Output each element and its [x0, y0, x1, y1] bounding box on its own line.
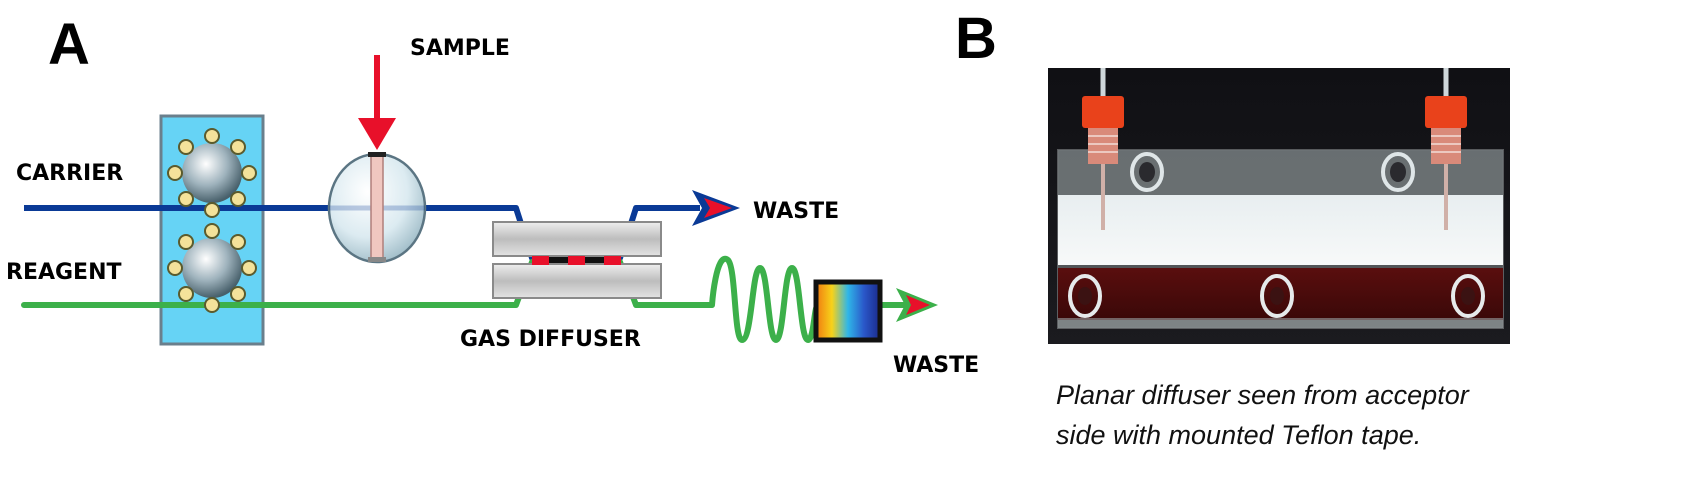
waste-bottom-label: WASTE [893, 353, 979, 378]
planar-diffuser-photo [1048, 68, 1510, 344]
injection-valve [327, 152, 427, 264]
panel-b-label: B [955, 6, 997, 71]
panel-a: A [6, 12, 979, 378]
gas-diffuser-label: GAS DIFFUSER [460, 327, 641, 352]
waste-top-arrowhead [692, 190, 740, 226]
waste-top-label: WASTE [753, 199, 839, 224]
panel-a-label: A [48, 12, 90, 77]
panel-b: B [955, 6, 1510, 450]
photo-caption-line-2: side with mounted Teflon tape. [1056, 420, 1421, 450]
detector-flow-cell [813, 279, 883, 343]
sample-label: SAMPLE [410, 36, 510, 61]
pump-roller-carrier [167, 128, 257, 218]
photo-caption-line-1: Planar diffuser seen from acceptor [1056, 380, 1470, 410]
carrier-label: CARRIER [16, 161, 123, 186]
waste-bottom-arrowhead [896, 288, 938, 322]
reagent-line [21, 255, 821, 343]
gas-diffuser [492, 221, 662, 299]
sample-arrow [358, 55, 396, 150]
reagent-label: REAGENT [6, 260, 122, 285]
pump-roller-reagent [167, 223, 257, 313]
